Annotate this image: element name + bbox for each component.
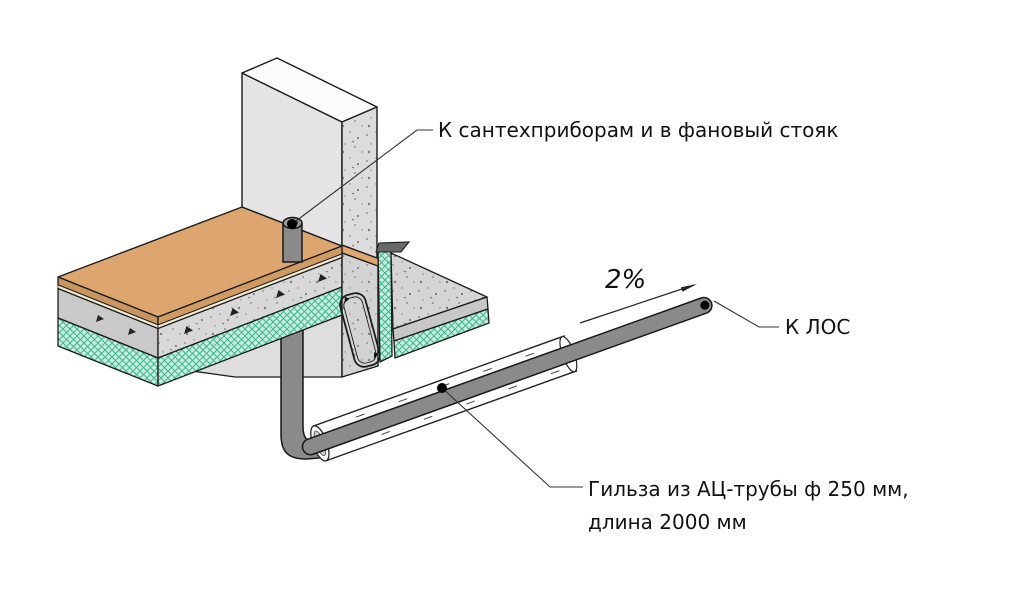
label-sleeve-line2: длина 2000 мм [588, 510, 747, 534]
slope-arrow [579, 284, 697, 324]
label-outlet: К ЛОС [785, 315, 850, 339]
label-top-connection: К сантехприборам и в фановый стояк [438, 118, 839, 142]
slab-curb-edge [375, 241, 411, 253]
foundation-right-face [339, 252, 381, 378]
pipe-sleeve-assembly [301, 296, 713, 462]
right-slab-insulation [393, 308, 490, 359]
label-slope: 2% [605, 265, 646, 295]
floor-slab [57, 206, 384, 359]
leader-dots [287, 219, 447, 393]
pipe-outlet-dot [700, 300, 710, 310]
wall [241, 57, 378, 259]
leader-lines [291, 129, 779, 488]
arrowhead [681, 284, 697, 292]
right-foundation-slab [390, 252, 490, 359]
label-sleeve-line1: Гильза из АЦ-трубы ф 250 мм, [588, 477, 909, 501]
formwork-frame [339, 292, 381, 368]
leader-dot-top [287, 219, 297, 229]
leader-dot-sleeve [437, 383, 447, 393]
anchor-marks [96, 274, 327, 335]
leader-sleeve [441, 387, 583, 488]
wall-insulation-strip [377, 243, 393, 364]
leader-top-connection [291, 129, 433, 225]
drain-pipe-sloped [301, 296, 713, 456]
leader-outlet [713, 300, 779, 328]
